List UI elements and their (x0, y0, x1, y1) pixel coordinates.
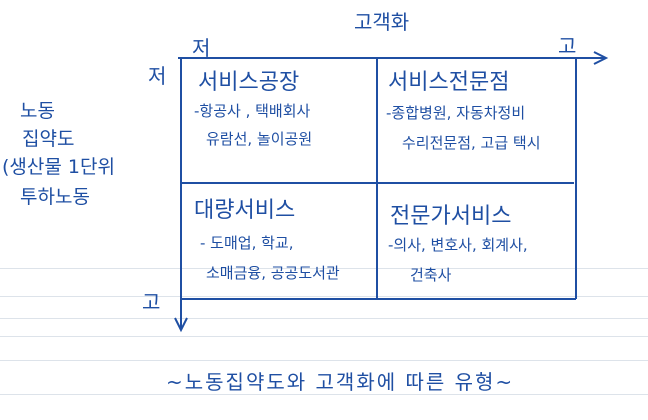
ruled-line (0, 296, 648, 297)
left-axis-title-line-2: 집약도 (22, 128, 75, 150)
quadrant-mass-service-line-2: 소매금융, 공공도서관 (206, 264, 340, 282)
top-axis-low: 저 (192, 36, 211, 60)
quadrant-professional-service-title: 전문가서비스 (390, 204, 512, 229)
ruled-line (0, 360, 648, 361)
left-axis-title-line-3: (생산물 1단위 (2, 156, 115, 178)
ruled-line (0, 268, 648, 269)
top-axis-high: 고 (558, 34, 577, 58)
ruled-line (0, 336, 648, 337)
top-axis-title: 고객화 (354, 10, 410, 34)
horizontal-axis-arrow (593, 51, 609, 65)
left-axis-title-line-4: 투하노동 (20, 186, 90, 208)
diagram-caption: ~노동집약도와 고객화에 따른 유형~ (166, 370, 515, 394)
quadrant-service-shop-title: 서비스전문점 (388, 70, 510, 95)
left-axis-title-line-1: 노동 (20, 100, 55, 122)
left-axis-high: 고 (142, 290, 161, 314)
quadrant-service-factory-line-2: 유람선, 놀이공원 (206, 130, 313, 148)
quadrant-service-factory-title: 서비스공장 (198, 70, 300, 95)
vertical-axis-arrow (174, 317, 188, 333)
quadrant-mass-service-line-1: - 도매업, 학교, (200, 234, 294, 252)
quadrant-service-shop-line-1: -종합병원, 자동차정비 (386, 104, 526, 122)
quadrant-service-shop-line-2: 수리전문점, 고급 택시 (402, 134, 541, 152)
left-axis-low: 저 (148, 64, 167, 88)
quadrant-service-factory-line-1: -항공사 , 택배회사 (194, 102, 311, 120)
ruled-line (0, 394, 648, 395)
quadrant-professional-service-line-1: -의사, 변호사, 회계사, (388, 236, 528, 254)
quadrant-mass-service-title: 대량서비스 (194, 198, 296, 223)
quadrant-professional-service-line-2: 건축사 (410, 266, 452, 284)
ruled-line (0, 318, 648, 319)
